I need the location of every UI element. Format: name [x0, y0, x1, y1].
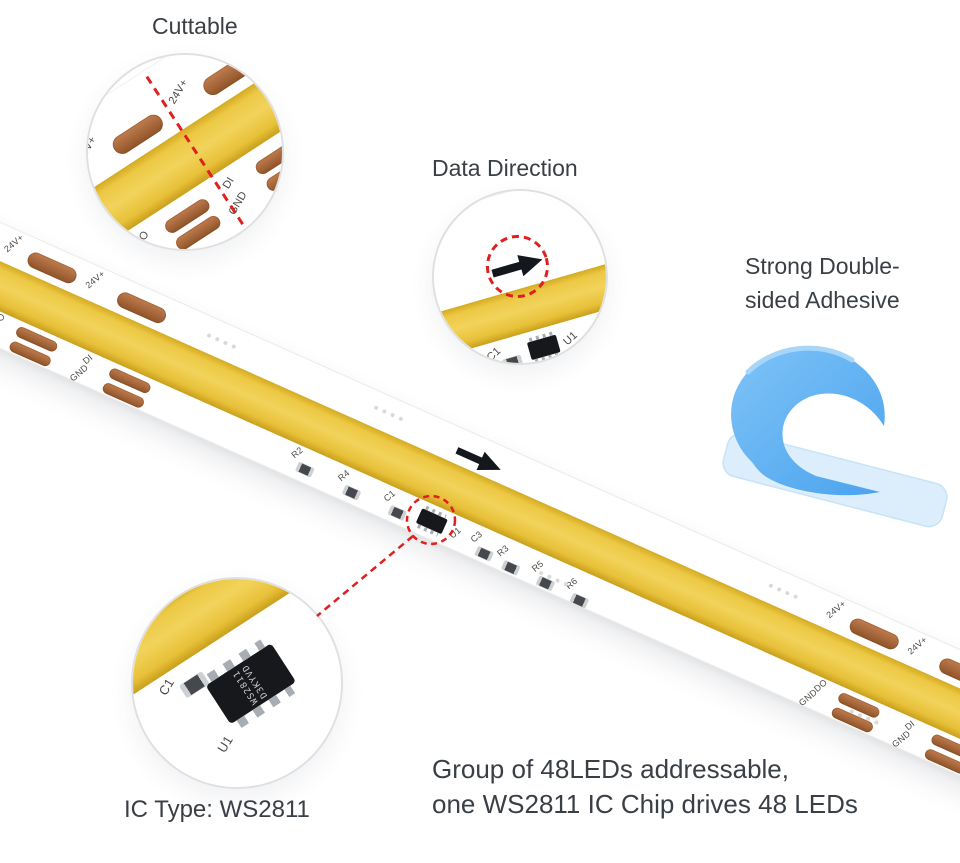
- pad-label-24v: 24V+: [86, 134, 99, 164]
- resistor-r6: [570, 593, 589, 608]
- pad-label-gnd: GND: [890, 728, 913, 750]
- component-label-r3: R3: [495, 543, 511, 559]
- ic-zoom-strip: C1 WS2811 D3KYVD U1: [133, 579, 341, 787]
- pad-label-24v: 24V+: [905, 634, 929, 657]
- component-label-c1: C1: [484, 345, 504, 364]
- adhesive-tape-illustration: [722, 345, 948, 528]
- led-strip-main: 24V+ 24V+ DO GND DI GND 24V+ 24V+ DO GND…: [0, 195, 960, 790]
- pad-label-gnd: GND: [67, 362, 91, 384]
- data-direction-callout: C1 U1 R3: [432, 189, 608, 365]
- component-label-u1: U1: [447, 525, 463, 541]
- direction-highlight-circle: [485, 234, 549, 298]
- component-label-c1: C1: [381, 488, 398, 504]
- data-direction-arrow: [455, 447, 501, 471]
- component-label-u1: U1: [214, 732, 236, 756]
- resistor-r4: [342, 485, 361, 500]
- component-label-r4: R4: [336, 467, 352, 484]
- ic-callout: C1 WS2811 D3KYVD U1: [131, 577, 343, 789]
- data-direction-zoom-strip: C1 U1 R3: [434, 191, 606, 364]
- resistor-r3: [501, 560, 520, 576]
- mounting-holes: [768, 583, 799, 600]
- component-label-c1: C1: [155, 675, 178, 698]
- ic-marking: WS2811 D3KYVD: [231, 662, 270, 706]
- mounting-holes: [206, 332, 237, 350]
- footer-line1: Group of 48LEDs addressable,: [432, 754, 789, 784]
- pad-label-24v: 24V+: [824, 598, 848, 621]
- resistor-r3: [603, 336, 606, 352]
- ic-chip-u1: [415, 508, 448, 535]
- mounting-holes: [373, 405, 404, 422]
- ic-chip-u1: [526, 334, 561, 361]
- adhesive-tape-curl: [731, 348, 885, 496]
- cut-line: [145, 75, 247, 229]
- capacitor-c1: [179, 671, 209, 698]
- component-label-r2: R2: [289, 444, 305, 461]
- cuttable-title: Cuttable: [152, 13, 238, 39]
- component-label-r3: R3: [585, 326, 605, 346]
- data-direction-title: Data Direction: [432, 155, 578, 181]
- capacitor-c1: [502, 355, 523, 363]
- capacitor-c3: [474, 546, 494, 562]
- component-label-c3: C3: [468, 529, 485, 545]
- cuttable-callout: 24V+ 24V+ DO GND DI GND: [86, 53, 284, 251]
- component-label-u1: U1: [561, 329, 581, 348]
- pad-label-24v: 24V+: [83, 268, 107, 291]
- resistor-r2: [295, 462, 314, 478]
- adhesive-title-line2: sided Adhesive: [745, 287, 900, 313]
- cuttable-zoom-strip: 24V+ 24V+ DO GND DI GND: [86, 55, 282, 250]
- capacitor-c1: [388, 505, 407, 521]
- ic-chip-u1: WS2811 D3KYVD: [205, 643, 297, 725]
- ic-type-caption: IC Type: WS2811: [124, 796, 310, 823]
- pad-label-24v: 24V+: [2, 232, 26, 255]
- adhesive-title-line1: Strong Double-: [745, 253, 900, 279]
- footer-line2: one WS2811 IC Chip drives 48 LEDs: [432, 789, 858, 819]
- pad-label-gnd: GND: [796, 687, 820, 708]
- adhesive-tape-highlight: [745, 345, 855, 375]
- pad-label-do: DO: [132, 229, 152, 250]
- data-direction-arrow: [491, 255, 543, 278]
